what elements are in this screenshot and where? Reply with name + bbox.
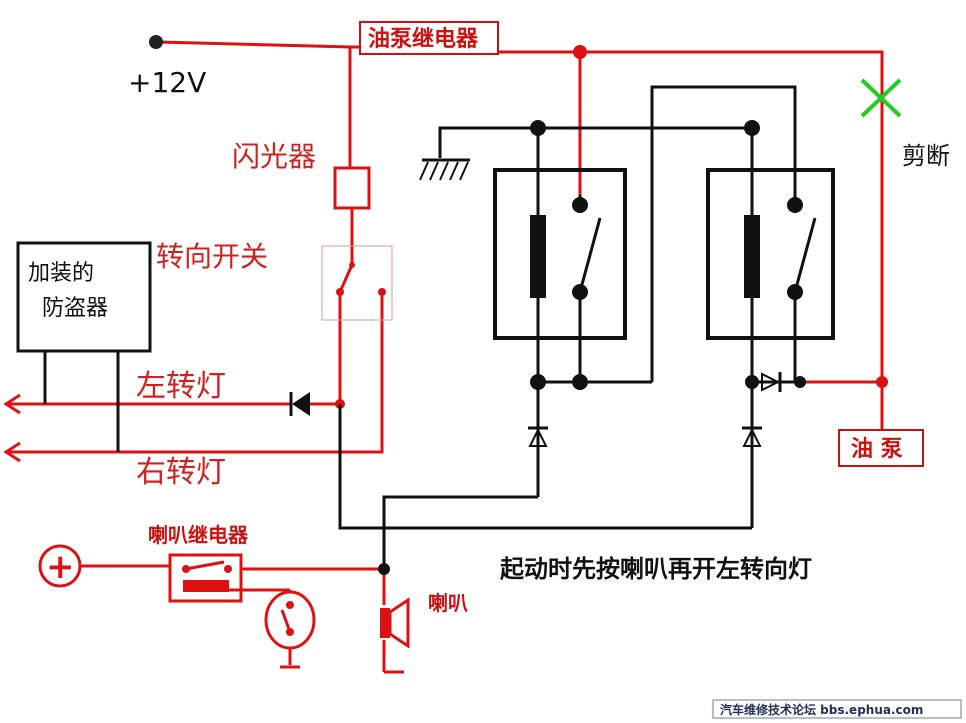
horn-button-icon — [264, 590, 316, 650]
relay2-switch-arm — [793, 217, 817, 293]
footer-box — [712, 699, 962, 719]
lower-diode-2 — [742, 426, 762, 447]
horn-icon — [380, 597, 410, 649]
relay-box-2 — [706, 168, 835, 340]
arrows — [3, 393, 21, 463]
footer-text: 汽车维修技术论坛 bbs.ephua.com — [720, 702, 923, 717]
left-turn-label: 左转灯 — [136, 369, 226, 404]
relay-box-1 — [493, 168, 627, 340]
lower-bus-2 — [338, 404, 752, 530]
relay1-switch-arm — [578, 217, 602, 293]
junction-dots — [378, 120, 806, 575]
switch-pivot — [349, 262, 355, 268]
anti-theft-label-line1: 加装的 — [28, 261, 94, 286]
relay2-coil — [744, 215, 760, 298]
switch-contact-left — [336, 288, 344, 296]
anti-theft-label-line2: 防盗器 — [42, 296, 108, 321]
flasher-label: 闪光器 — [232, 140, 316, 173]
ground-symbol — [419, 158, 470, 181]
anti-theft-box — [16, 241, 152, 353]
horn-relay-to-junction — [241, 567, 386, 605]
relay-link — [650, 85, 797, 382]
relay2-inline-diode — [761, 372, 782, 392]
pump-relay-top-line — [498, 50, 884, 452]
right-turn-feed — [8, 292, 384, 454]
fuel-pump-relay-box — [359, 21, 499, 55]
horn-relay-switch — [185, 560, 225, 571]
pump-node — [876, 376, 888, 388]
right-turn-arrow-head — [3, 441, 21, 463]
plus-symbol-label: + — [46, 547, 75, 587]
lower-bus-1 — [382, 495, 538, 569]
horn-relay-contact-b — [224, 565, 232, 573]
cut-mark-icon — [860, 78, 902, 118]
supply-terminal — [149, 35, 163, 49]
ground-bus — [438, 126, 752, 158]
switch-contact-right — [378, 288, 386, 296]
left-turn-diode — [289, 392, 310, 416]
lower-diode-1 — [528, 426, 548, 447]
turn-switch-label: 转向开关 — [156, 240, 268, 273]
switch-lever — [338, 264, 354, 293]
fuel-pump-label: 油 泵 — [851, 436, 903, 462]
horn-relay-label: 喇叭继电器 — [148, 523, 249, 547]
horn-relay-box — [168, 553, 243, 603]
fuel-pump-relay-label: 油泵继电器 — [368, 26, 479, 52]
black-wires — [338, 85, 817, 569]
flasher-box — [333, 166, 371, 210]
turn-switch-box — [321, 245, 393, 321]
left-turn-arrow-head — [3, 393, 21, 415]
supply-voltage-label: +12V — [128, 66, 206, 99]
plus-terminal-icon — [38, 544, 82, 588]
relay1-coil — [530, 215, 546, 298]
instruction-text: 起动时先按喇叭再开左转向灯 — [499, 554, 812, 583]
horn-relay-coil — [183, 580, 229, 592]
pump-relay-node — [573, 45, 587, 59]
fuel-pump-box — [838, 429, 924, 467]
cut-label: 剪断 — [902, 142, 950, 170]
horn-label: 喇叭 — [428, 591, 468, 615]
right-turn-label: 右转灯 — [136, 455, 226, 490]
